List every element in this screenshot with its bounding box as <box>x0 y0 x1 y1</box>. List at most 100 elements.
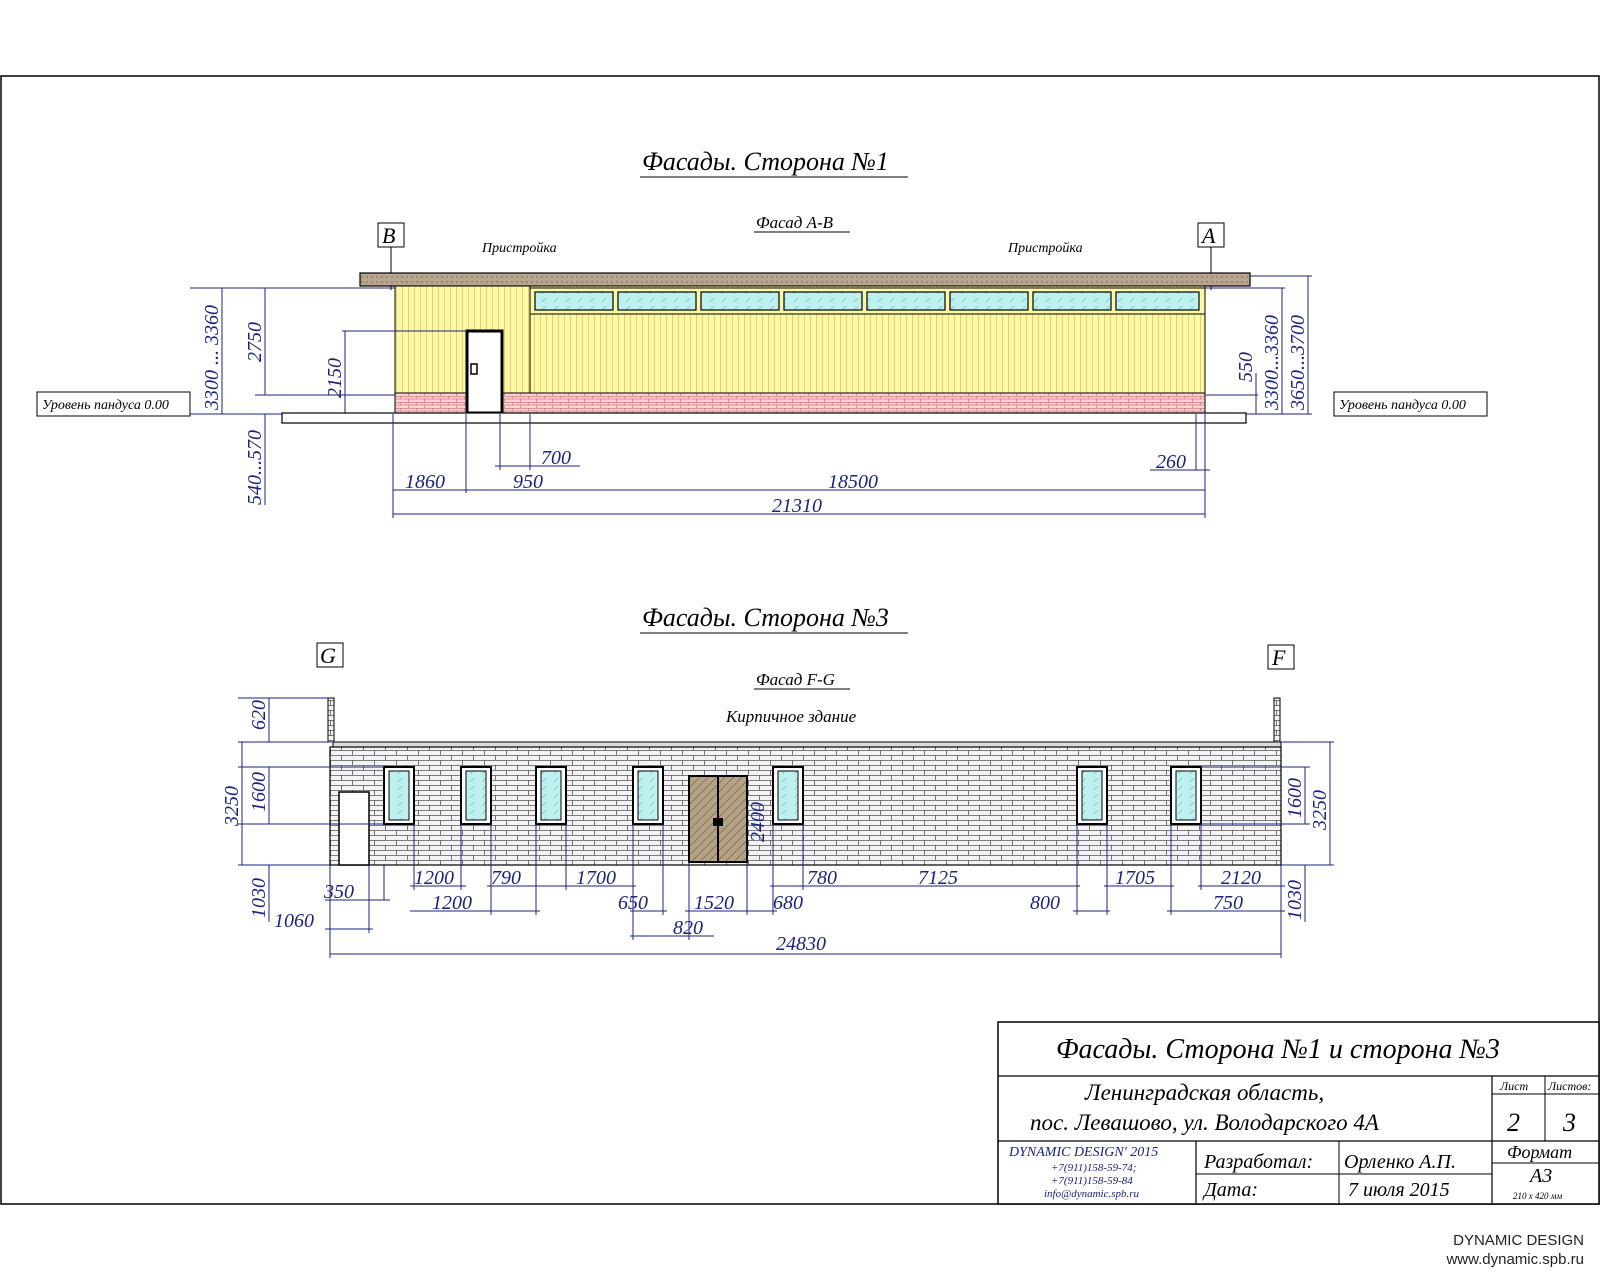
brick-base-1 <box>394 392 1206 414</box>
window-3-1 <box>383 766 415 825</box>
svg-text:А: А <box>1200 223 1216 248</box>
svg-text:В: В <box>382 223 395 248</box>
ramp-level-right: Уровень пандуса 0.00 <box>1333 391 1488 417</box>
annex-label-right: Пристройка <box>1007 241 1083 256</box>
axis-marker-a: А <box>1197 222 1225 290</box>
roof-coping-3 <box>332 741 1282 748</box>
dim-3-w-1200-top: 1200 <box>414 867 454 889</box>
title-block-address-2: пос. Левашово, ул. Володарского 4А <box>1030 1110 1380 1135</box>
door-double-3 <box>688 775 748 863</box>
title-block-company: DYNAMIC DESIGN' 2015 <box>1008 1145 1158 1160</box>
dim-1-h-3300-3360-left: 3300 ... 3360 <box>201 305 223 411</box>
dim-3-w-750: 750 <box>1213 892 1243 914</box>
window-3-4 <box>632 766 664 825</box>
svg-text:Уровень пандуса 0.00: Уровень пандуса 0.00 <box>1339 398 1466 413</box>
dim-1-w-21310: 21310 <box>772 495 822 517</box>
dim-3-h-1030-left: 1030 <box>248 878 270 918</box>
roof-slab-1 <box>359 272 1251 287</box>
svg-text:F: F <box>1271 645 1286 670</box>
dim-3-w-350: 350 <box>323 881 354 903</box>
dim-1-h-3300-3360-right: 3300...3360 <box>1261 315 1283 411</box>
dim-lines-1-left <box>190 287 467 505</box>
dim-3-w-680: 680 <box>773 892 803 914</box>
title-block-phone-1: +7(911)158-59-74; <box>1051 1162 1136 1174</box>
dim-1-h-550: 550 <box>1235 352 1257 382</box>
facade-3-subtitle: Фасад F-G <box>756 670 835 689</box>
facade-1-subtitle: Фасад А-В <box>756 213 834 232</box>
dim-3-h-1030-right: 1030 <box>1284 880 1306 920</box>
dim-3-h-1600-right: 1600 <box>1284 778 1306 818</box>
window-3-3 <box>535 766 567 825</box>
facade-1-heading: Фасады. Сторона №1 <box>642 147 889 176</box>
title-block-date-value: 7 июля 2015 <box>1348 1179 1450 1201</box>
dim-lines-3-right <box>1201 741 1334 922</box>
title-block-sheet-no: 2 <box>1507 1108 1520 1137</box>
dim-3-w-650: 650 <box>618 892 648 914</box>
title-block-email: info@dynamic.spb.ru <box>1044 1188 1140 1200</box>
watermark-url: www.dynamic.spb.ru <box>1446 1251 1584 1268</box>
dim-1-w-700: 700 <box>541 447 571 469</box>
door-single-3 <box>338 791 370 866</box>
parapet-post-right <box>1273 697 1281 743</box>
dim-lines-3-bottom <box>325 824 1285 958</box>
dim-3-h-1600-left: 1600 <box>248 772 270 812</box>
dim-3-w-800: 800 <box>1030 892 1060 914</box>
annex-wall-left <box>394 285 531 394</box>
dim-1-w-1860: 1860 <box>405 471 445 493</box>
dim-3-w-7125: 7125 <box>918 867 958 889</box>
window-row-3 <box>383 766 1202 825</box>
dim-3-h-2400: 2400 <box>747 802 769 842</box>
window-3-7 <box>1170 766 1202 825</box>
sheet-frame <box>0 75 1600 1205</box>
dim-3-w-1705: 1705 <box>1115 867 1155 889</box>
ramp-platform-1 <box>281 412 1247 424</box>
title-block-developed-value: Орленко А.П. <box>1344 1151 1456 1173</box>
dim-1-w-950: 950 <box>513 471 543 493</box>
facade-3-heading: Фасады. Сторона №3 <box>642 603 889 632</box>
title-block-sheets-label: Листов: <box>1547 1079 1591 1093</box>
title-block-title: Фасады. Сторона №1 и сторона №3 <box>1056 1034 1500 1065</box>
title-block-phone-2: +7(911)158-59-84 <box>1051 1175 1133 1187</box>
dim-1-h-3650-3700: 3650...3700 <box>1287 315 1309 411</box>
title-block-format-value: А3 <box>1528 1165 1552 1187</box>
brick-building-label: Кирпичное здание <box>725 707 857 726</box>
watermark-company: DYNAMIC DESIGN <box>1453 1232 1584 1249</box>
title-block-date-label: Дата: <box>1202 1179 1258 1201</box>
dim-1-h-540-570: 540...570 <box>244 430 266 505</box>
title-block: Фасады. Сторона №1 и сторона №3 Ленингра… <box>997 1021 1600 1205</box>
dim-3-h-3250-right: 3250 <box>1309 790 1331 831</box>
dim-3-w-1200-bottom: 1200 <box>432 892 472 914</box>
dim-3-w-790: 790 <box>491 867 521 889</box>
dim-1-h-2750: 2750 <box>244 322 266 362</box>
window-3-2 <box>460 766 492 825</box>
dim-lines-1-bottom <box>392 414 1210 518</box>
window-3-6 <box>1076 766 1108 825</box>
dim-3-w-1700: 1700 <box>576 867 616 889</box>
title-block-sheets-total: 3 <box>1562 1108 1576 1137</box>
title-block-sheet-label: Лист <box>1499 1079 1528 1093</box>
title-block-format-size: 210 х 420 мм <box>1513 1191 1562 1201</box>
title-block-address-1: Ленинградская область, <box>1084 1080 1324 1105</box>
dim-3-w-24830: 24830 <box>776 933 826 955</box>
dim-lines-1-right <box>1205 275 1312 415</box>
window-band-1 <box>529 287 1206 315</box>
title-block-developed-label: Разработал: <box>1203 1151 1313 1173</box>
dim-3-h-3250-left: 3250 <box>221 786 243 827</box>
dim-3-w-2120: 2120 <box>1221 867 1261 889</box>
svg-text:Уровень пандуса 0.00: Уровень пандуса 0.00 <box>42 398 169 413</box>
dim-1-w-260: 260 <box>1156 451 1186 473</box>
axis-marker-g: G <box>316 642 344 668</box>
dim-3-w-1060: 1060 <box>274 910 314 932</box>
dim-3-w-1520: 1520 <box>694 892 734 914</box>
annex-label-left: Пристройка <box>481 241 557 256</box>
dim-3-h-620: 620 <box>248 700 270 730</box>
dim-1-h-2150: 2150 <box>324 358 346 398</box>
dim-lines-3-left <box>238 697 384 922</box>
parapet-post-left <box>327 697 335 743</box>
dim-3-w-820: 820 <box>673 917 703 939</box>
entrance-door-1 <box>465 329 504 415</box>
window-3-5 <box>772 766 804 825</box>
title-block-format-label: Формат <box>1507 1142 1572 1162</box>
ramp-level-left: Уровень пандуса 0.00 <box>36 391 191 417</box>
